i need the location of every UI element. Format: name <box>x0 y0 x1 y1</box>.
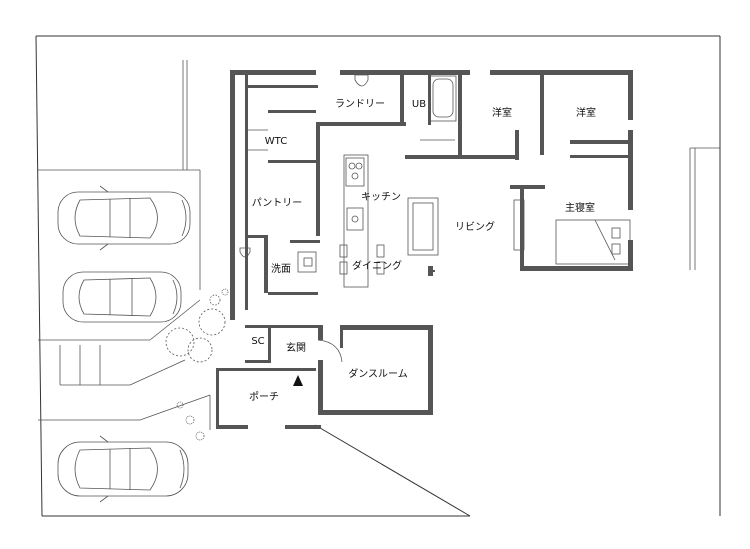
room-label-washroom: 洗面 <box>271 263 291 275</box>
car-icon <box>57 185 191 251</box>
room-label-living: リビング <box>455 220 495 233</box>
room-label-wtc: WTC <box>265 136 287 147</box>
room-label-laundry: ランドリー <box>335 98 385 110</box>
neighbor-building <box>689 147 720 270</box>
tree-icon <box>165 288 229 441</box>
room-label-master-bedroom: 主寝室 <box>565 201 595 214</box>
room-label-porch: ポーチ <box>249 391 279 403</box>
parking-area <box>38 60 211 430</box>
room-label-western-room-2: 洋室 <box>576 106 596 119</box>
room-label-dance-room: ダンスルーム <box>348 367 408 380</box>
room-label-western-room-1: 洋室 <box>492 106 512 119</box>
car-icon <box>62 271 182 323</box>
interior-walls <box>245 70 630 363</box>
room-label-ub: UB <box>412 99 426 110</box>
room-label-pantry: パントリー <box>252 197 303 209</box>
triangle-up-icon <box>293 375 303 386</box>
fixtures <box>239 74 631 363</box>
site-boundary <box>35 35 721 517</box>
exterior-walls <box>216 70 633 429</box>
car-icon <box>57 435 189 503</box>
room-label-dining: ダイニング <box>352 259 402 272</box>
room-label-entrance: 玄関 <box>286 341 306 354</box>
room-label-sc: SC <box>251 336 264 347</box>
room-label-kitchen: キッチン <box>361 191 401 203</box>
